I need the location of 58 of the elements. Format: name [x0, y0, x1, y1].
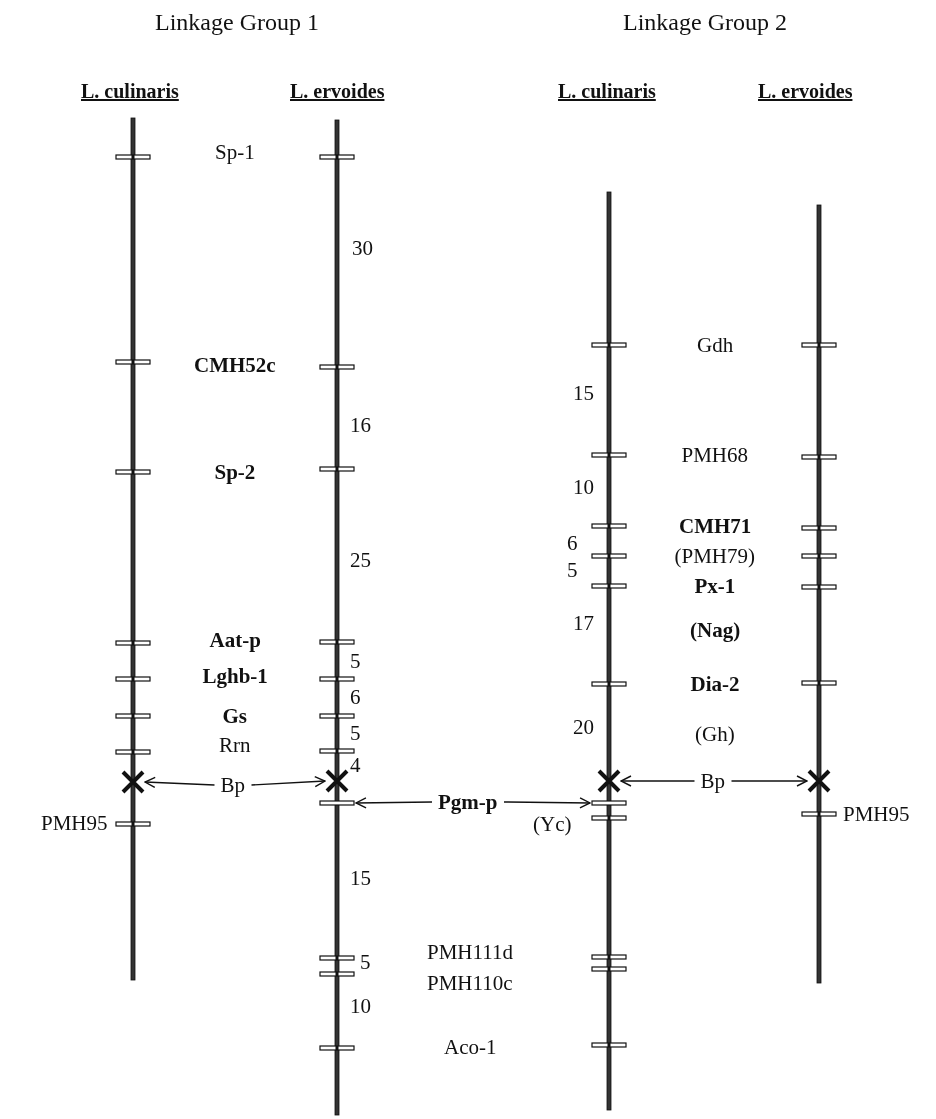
distance-label: 10 [573, 476, 594, 498]
species-heading: L. ervoides [290, 81, 385, 103]
marker-label: PMH95 [41, 812, 108, 834]
distance-label: 30 [352, 237, 373, 259]
species-heading: L. culinaris [81, 81, 179, 103]
marker-label: PMH110c [427, 972, 513, 994]
marker-label: CMH71 [679, 515, 752, 537]
arrow [250, 775, 326, 788]
marker-tick [319, 800, 355, 806]
marker-label: Bp [700, 770, 725, 792]
distance-label: 15 [573, 382, 594, 404]
distance-label: 25 [350, 549, 371, 571]
arrow [503, 797, 591, 809]
marker-label: PMH111d [427, 941, 513, 963]
distance-label: 6 [567, 532, 578, 554]
marker-label: Gs [222, 705, 247, 727]
marker-label: CMH52c [194, 354, 276, 376]
distance-label: 15 [350, 867, 371, 889]
distance-label: 6 [350, 686, 361, 708]
cross-mark [597, 769, 621, 793]
marker-label: PMH95 [843, 803, 910, 825]
distance-label: 10 [350, 995, 371, 1017]
marker-label: Bp [220, 774, 245, 796]
cross-mark [121, 770, 145, 794]
distance-label: 17 [573, 612, 594, 634]
distance-label: 5 [360, 951, 371, 973]
marker-label: Aat-p [209, 629, 261, 651]
group-title: Linkage Group 2 [623, 10, 787, 34]
marker-label: Rrn [219, 734, 251, 756]
marker-label: Dia-2 [690, 673, 740, 695]
species-heading: L. culinaris [558, 81, 656, 103]
marker-tick [591, 800, 627, 806]
species-heading: L. ervoides [758, 81, 853, 103]
cross-mark [325, 769, 349, 793]
arrow [730, 775, 808, 787]
marker-label: (Gh) [695, 723, 735, 745]
marker-label: Sp-1 [215, 141, 255, 163]
arrow [144, 776, 216, 789]
marker-label: Gdh [697, 334, 734, 356]
marker-label: (Yc) [533, 813, 572, 835]
marker-label: (PMH79) [674, 545, 755, 567]
marker-label: Sp-2 [214, 461, 256, 483]
distance-label: 20 [573, 716, 594, 738]
distance-label: 5 [350, 722, 361, 744]
distance-label: 16 [350, 414, 371, 436]
marker-label: Lghb-1 [202, 665, 268, 687]
arrow [620, 775, 696, 787]
distance-label: 5 [567, 559, 578, 581]
arrow [355, 797, 433, 809]
marker-label: Aco-1 [444, 1036, 497, 1058]
marker-label: Pgm-p [438, 791, 498, 813]
marker-label: PMH68 [681, 444, 749, 466]
distance-label: 4 [350, 754, 361, 776]
marker-label: Px-1 [694, 575, 736, 597]
group-title: Linkage Group 1 [155, 10, 319, 34]
cross-mark [807, 769, 831, 793]
marker-label: (Nag) [690, 619, 741, 641]
distance-label: 5 [350, 650, 361, 672]
